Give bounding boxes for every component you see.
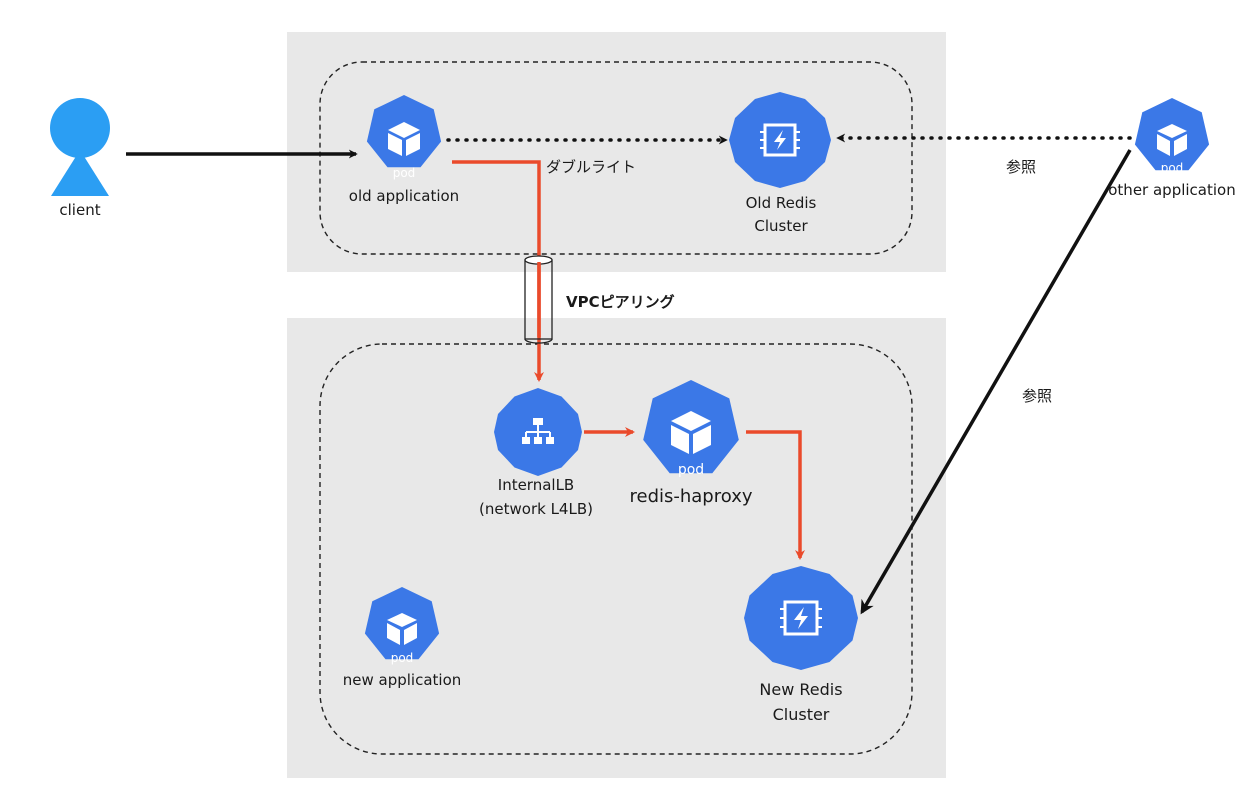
old-app-node: pod old application xyxy=(349,95,459,205)
client-label: client xyxy=(59,201,100,219)
reference-new-label: 参照 xyxy=(1022,387,1052,405)
cube-icon xyxy=(1157,124,1187,156)
vpc-peering-tube xyxy=(524,255,553,344)
old-app-pod-text: pod xyxy=(393,166,416,180)
new-app-node: pod new application xyxy=(343,587,462,689)
new-region-background xyxy=(287,318,946,778)
new-app-label: new application xyxy=(343,671,462,689)
internal-lb-label-line2: (network L4LB) xyxy=(479,500,593,518)
old-redis-label-line2: Cluster xyxy=(754,217,808,235)
old-region-boundary xyxy=(319,61,913,255)
memorystore-chip-icon xyxy=(760,123,800,157)
new-redis-label-line2: Cluster xyxy=(773,705,830,724)
memorystore-chip-icon xyxy=(780,600,822,636)
new-app-pod-text: pod xyxy=(391,651,414,665)
haproxy-node: pod redis-haproxy xyxy=(629,380,753,507)
person-icon xyxy=(50,98,110,196)
haproxy-pod-text: pod xyxy=(678,462,704,478)
network-tree-icon xyxy=(522,418,554,444)
cube-icon xyxy=(387,613,417,645)
reference-old-label: 参照 xyxy=(1006,158,1036,176)
other-app-to-new-redis-arrow xyxy=(860,149,1132,615)
old-app-label: old application xyxy=(349,187,459,205)
haproxy-to-new-redis-arrow xyxy=(746,430,805,560)
old-redis-node: Old Redis Cluster xyxy=(729,92,831,235)
haproxy-label: redis-haproxy xyxy=(629,486,752,507)
internal-lb-label-line1: InternalLB xyxy=(498,476,574,494)
new-redis-label-line1: New Redis xyxy=(759,680,842,699)
vpc-peering-label: VPCピアリング xyxy=(566,293,675,311)
old-redis-label-line1: Old Redis xyxy=(746,194,817,212)
internal-lb-node: InternalLB (network L4LB) xyxy=(479,388,593,518)
other-app-node: pod other application xyxy=(1108,98,1236,199)
new-region-boundary xyxy=(319,343,913,755)
dual-write-label: ダブルライト xyxy=(546,158,636,176)
other-app-label: other application xyxy=(1108,181,1235,199)
client-node: client xyxy=(50,98,110,219)
cube-icon xyxy=(388,122,420,156)
other-app-pod-text: pod xyxy=(1161,161,1184,175)
new-redis-node: New Redis Cluster xyxy=(744,566,858,724)
cube-icon xyxy=(671,411,711,454)
